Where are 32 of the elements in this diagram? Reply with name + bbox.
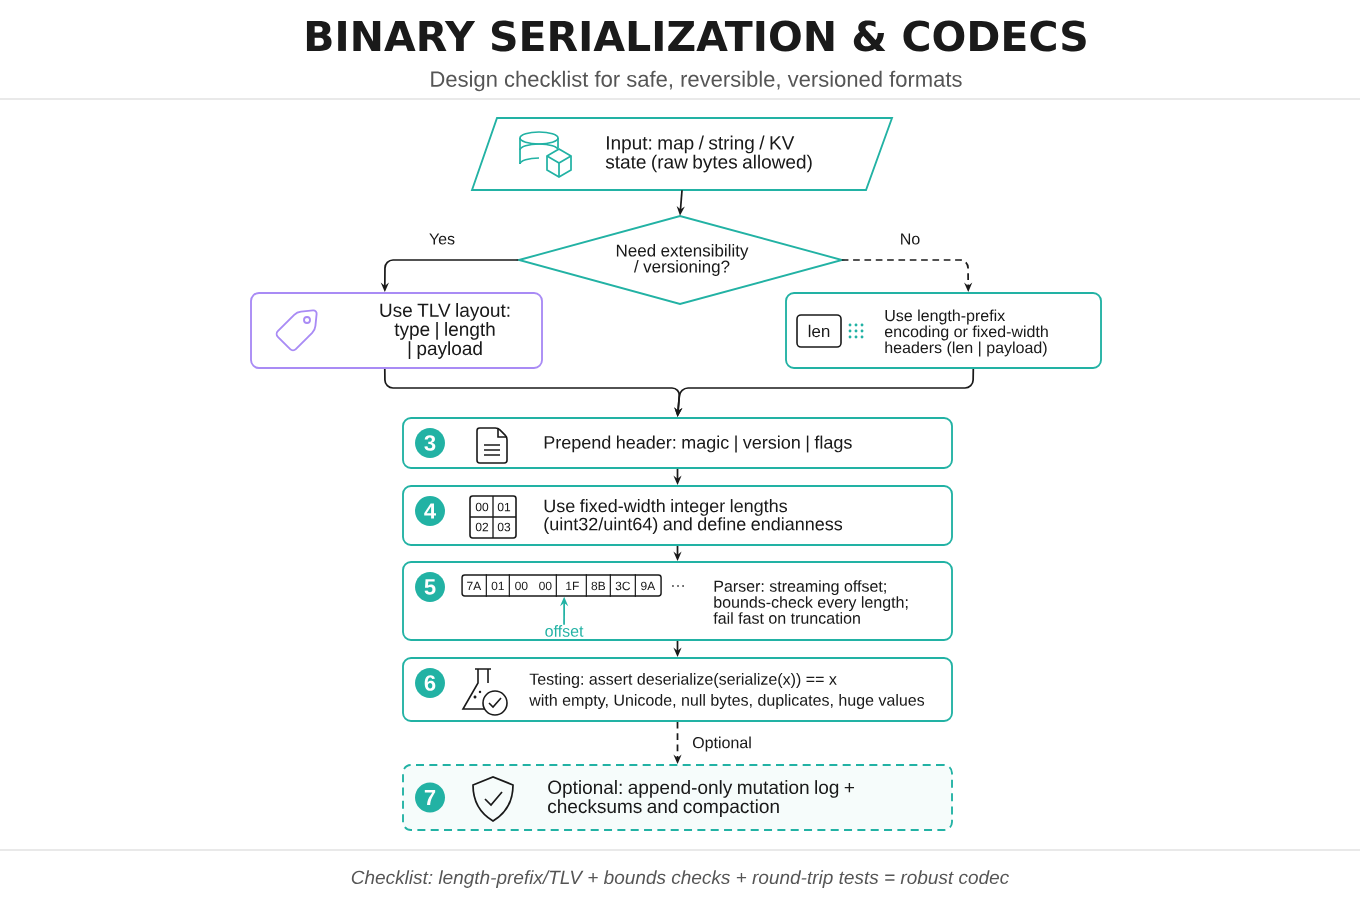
byte-value: 01 [497, 502, 511, 512]
step-text: Parser: streaming offset; bounds-check every length; fail fast on truncation [713, 580, 908, 624]
byte-value: 00 [515, 581, 528, 591]
byte-value: 01 [491, 581, 504, 591]
byte-value: 8B [591, 581, 606, 591]
title: BINARY SERIALIZATION & CODECS [306, 20, 1086, 52]
step-text: Optional: append-only mutation log + checksums and compaction [548, 780, 854, 817]
byte-value: 9A [641, 581, 656, 591]
byte-value: 1F [566, 581, 579, 591]
step-text: Use fixed-width integer lengths (uint32/uint64) and define endianness [544, 499, 843, 534]
byte-value: 00 [475, 502, 489, 512]
step-number: 7 [415, 782, 445, 813]
subtitle: Design checklist for safe, reversible, versioned formats [431, 70, 962, 92]
byte-value: 7A [467, 581, 482, 591]
step-number: 3 [415, 428, 445, 458]
step-text: Testing: assert deserialize(serialize(x)) == x [529, 673, 837, 688]
step-number: 4 [415, 496, 445, 526]
step-number: 6 [415, 668, 445, 698]
edge-label: Yes [426, 231, 458, 247]
caption: Checklist: length-prefix/TLV + bounds checks + round-trip tests = robust codec [351, 870, 1009, 888]
byte-value: 00 [539, 581, 552, 591]
process-box: len Use length-prefix encoding or fixed-width headers (len | payload) [785, 292, 1102, 369]
ellipsis: … [672, 585, 684, 587]
step-text: with empty, Unicode, null bytes, duplicates, huge values [529, 694, 925, 709]
process-box: Use TLV layout: type | length | payload [250, 292, 543, 369]
step-number: 5 [415, 572, 445, 602]
byte-value: 3C [615, 581, 631, 591]
edge-label: No [897, 231, 923, 247]
offset-label: offset [545, 625, 584, 637]
byte-value: 03 [497, 522, 511, 532]
byte-value: 02 [475, 522, 489, 532]
step-text: Prepend header: magic | version | flags [544, 435, 852, 453]
